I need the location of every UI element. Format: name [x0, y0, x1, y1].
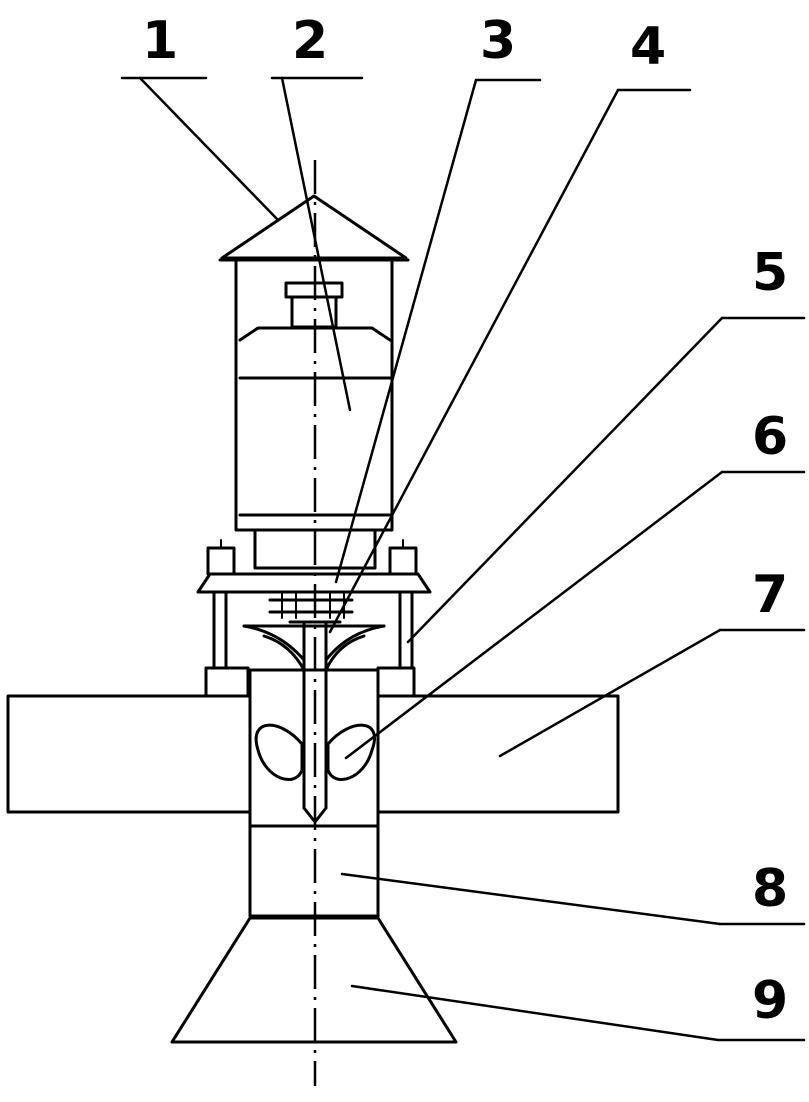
callout-2-label: 2 [292, 11, 328, 71]
impeller [254, 723, 376, 781]
callout-4: 4 [328, 17, 692, 634]
callout-6-label: 6 [752, 407, 788, 467]
callout-9: 9 [350, 971, 806, 1042]
callout-5: 5 [406, 243, 806, 644]
callout-7-label: 7 [752, 565, 788, 625]
shaft-coupling [268, 593, 354, 624]
callout-1: 1 [120, 11, 280, 222]
callout-9-label: 9 [752, 971, 788, 1031]
callout-1-label: 1 [142, 11, 178, 71]
callout-3: 3 [334, 11, 542, 584]
callout-3-label: 3 [480, 11, 516, 71]
callout-5-label: 5 [752, 243, 788, 303]
callout-8: 8 [340, 859, 806, 926]
callout-7: 7 [498, 565, 806, 758]
callout-6: 6 [344, 407, 806, 760]
mounting-flange [196, 539, 432, 698]
deck-plate [6, 694, 620, 814]
callout-4-label: 4 [630, 17, 666, 77]
intake-cone [170, 916, 458, 1044]
callout-2: 2 [270, 11, 364, 412]
callout-8-label: 8 [752, 859, 788, 919]
